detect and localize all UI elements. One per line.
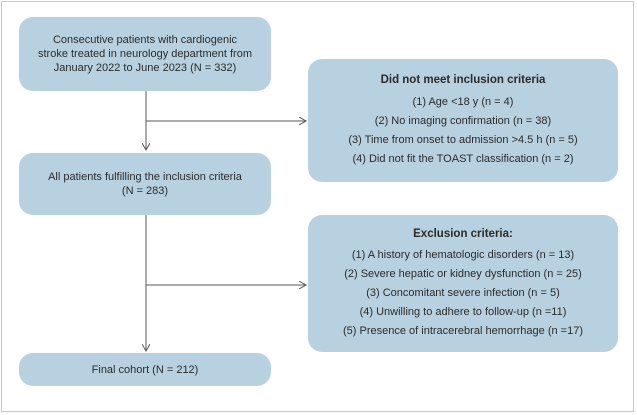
start-box: Consecutive patients with cardiogenic st… bbox=[19, 17, 271, 91]
final-cohort-box: Final cohort (N = 212) bbox=[19, 353, 271, 386]
exclusion-1-item: (3) Time from onset to admission >4.5 h … bbox=[348, 133, 578, 146]
inclusion-box: All patients fulfilling the inclusion cr… bbox=[19, 153, 271, 215]
exclusion-box-2: Exclusion criteria: (1) A history of hem… bbox=[308, 215, 618, 352]
start-box-line: stroke treated in neurology department f… bbox=[37, 48, 252, 60]
exclusion-2-item: (5) Presence of intracerebral hemorrhage… bbox=[343, 325, 583, 337]
exclusion-1-title: Did not meet inclusion criteria bbox=[380, 74, 546, 86]
start-box-line: January 2022 to June 2023 (N = 332) bbox=[53, 62, 237, 74]
exclusion-box-1: Did not meet inclusion criteria (1) Age … bbox=[308, 59, 618, 182]
exclusion-1-item: (4) Did not fit the TOAST classification… bbox=[352, 152, 574, 165]
exclusion-2-item: (1) A history of hematologic disorders (… bbox=[351, 249, 575, 261]
exclusion-2-item: (4) Unwilling to adhere to follow-up (n … bbox=[359, 306, 567, 318]
exclusion-2-item: (2) Severe hepatic or kidney dysfunction… bbox=[344, 268, 582, 280]
start-box-line: Consecutive patients with cardiogenic bbox=[52, 34, 238, 46]
exclusion-1-item: (2) No imaging confirmation (n = 38) bbox=[374, 114, 552, 127]
exclusion-2-title: Exclusion criteria: bbox=[413, 227, 513, 240]
exclusion-1-item: (1) Age <18 y (n = 4) bbox=[412, 95, 514, 108]
inclusion-box-line: All patients fulfilling the inclusion cr… bbox=[48, 171, 242, 183]
inclusion-box-line: (N = 283) bbox=[121, 185, 169, 197]
final-cohort-label: Final cohort (N = 212) bbox=[91, 363, 199, 376]
exclusion-2-item: (3) Concomitant severe infection (n = 5) bbox=[366, 287, 560, 299]
